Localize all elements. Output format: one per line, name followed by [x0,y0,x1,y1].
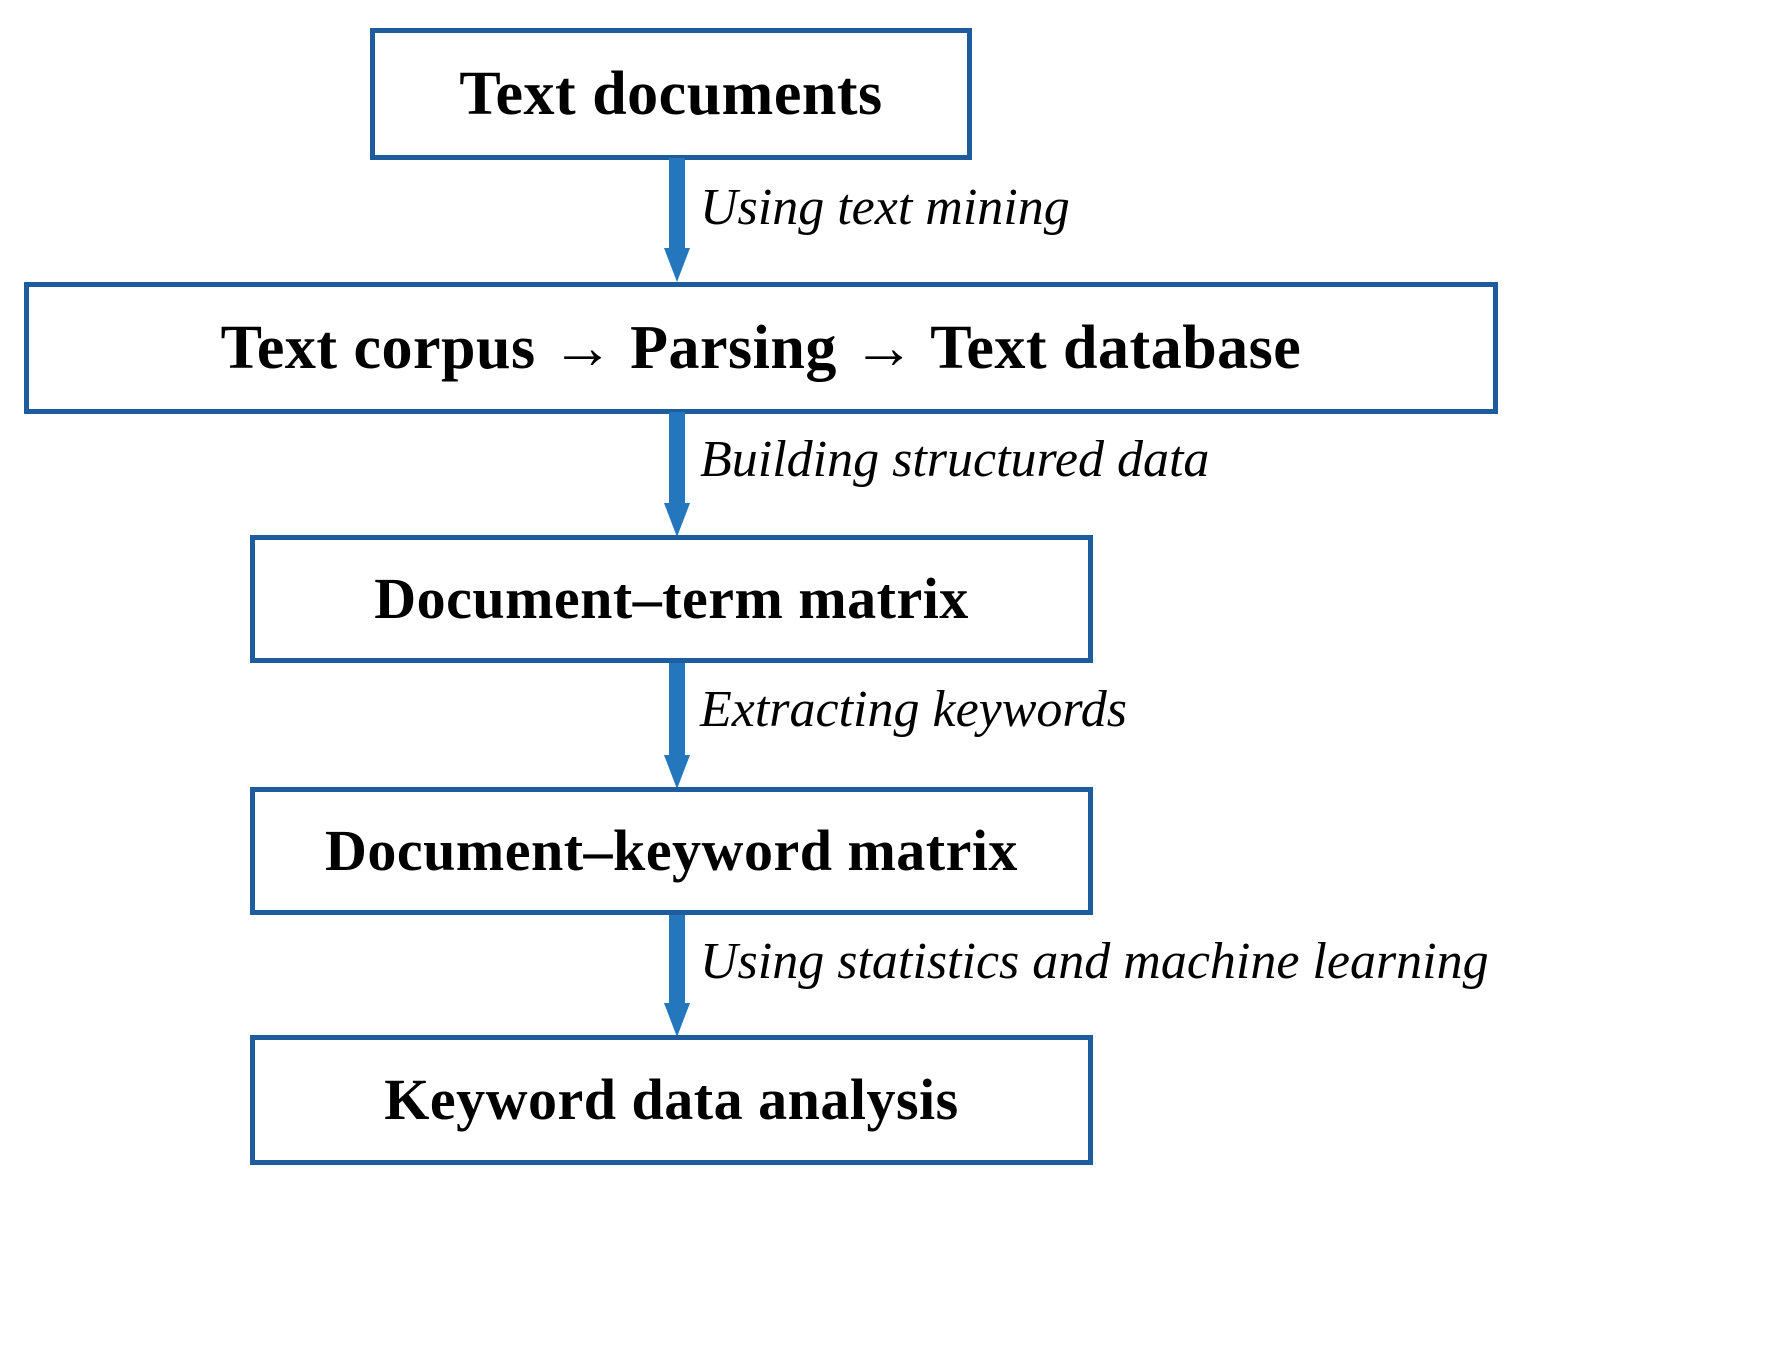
arrow-document-term-to-document-keyword-matrix [664,663,690,789]
arrow-shaft [669,915,685,1005]
arrow-head-icon [664,503,690,537]
node-keyword-data-analysis[interactable]: Keyword data analysis [250,1035,1093,1165]
node-text-documents[interactable]: Text documents [370,28,972,160]
arrow-shaft [669,412,685,505]
edge-label-using-text-mining: Using text mining [700,179,1070,236]
node-document-term-matrix[interactable]: Document–term matrix [250,535,1093,663]
arrow-text-documents-to-text-corpus [664,158,690,282]
edge-label-extracting-keywords: Extracting keywords [700,681,1127,738]
node-label: Document–term matrix [374,566,969,631]
arrow-shaft [669,663,685,757]
edge-label-using-statistics-and-machine-learning: Using statistics and machine learning [700,933,1489,990]
node-text-corpus-pipeline[interactable]: Text corpus → Parsing → Text database [24,282,1498,414]
arrow-document-keyword-to-keyword-data-analysis [664,915,690,1037]
node-document-keyword-matrix[interactable]: Document–keyword matrix [250,787,1093,915]
arrow-shaft [669,158,685,250]
arrow-text-corpus-to-document-term-matrix [664,412,690,537]
edge-label-building-structured-data: Building structured data [700,431,1210,488]
node-label: Text corpus → Parsing → Text database [220,314,1302,382]
arrow-head-icon [664,1003,690,1037]
node-label: Document–keyword matrix [325,818,1018,883]
arrow-head-icon [664,755,690,789]
arrow-head-icon [664,248,690,282]
node-label: Text documents [459,60,883,128]
node-label: Keyword data analysis [384,1067,959,1132]
